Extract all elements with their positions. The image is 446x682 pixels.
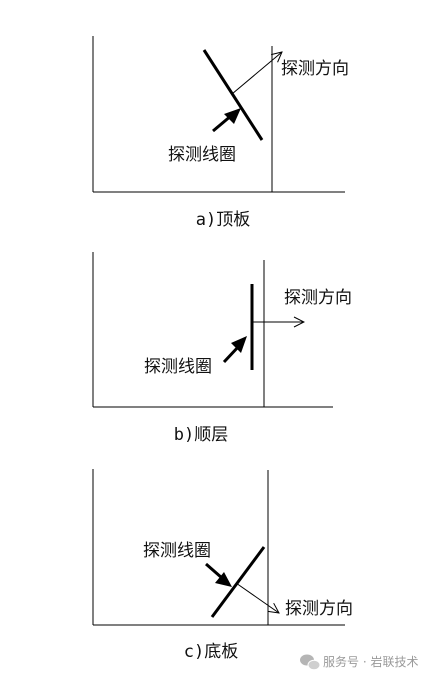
direction-arrow (235, 582, 279, 613)
watermark-text: 服务号 · 岩联技术 (323, 654, 418, 669)
coil-pointer-arrowhead (231, 336, 247, 353)
coil-label: 探测线圈 (144, 357, 212, 377)
coil-label: 探测线圈 (168, 145, 236, 165)
direction-arrow (231, 52, 282, 95)
panel-roof: 探测方向 探测线圈 a)顶板 (92, 36, 349, 230)
caption: a)顶板 (196, 210, 250, 230)
coil-pointer-arrowhead (215, 572, 232, 587)
watermark: 服务号 · 岩联技术 (300, 654, 418, 671)
direction-label: 探测方向 (284, 288, 352, 308)
coil-pointer-shaft (205, 562, 223, 580)
caption: b)顺层 (174, 425, 228, 445)
detection-coil (202, 49, 264, 141)
direction-label: 探测方向 (281, 59, 349, 79)
wechat-icon (300, 654, 321, 671)
coil-pointer-arrowhead (224, 108, 241, 124)
coil-label: 探测线圈 (143, 541, 211, 561)
caption: c)底板 (184, 642, 238, 662)
panel-floor: 探测方向 探测线圈 c)底板 (92, 469, 353, 662)
detection-coil (210, 546, 266, 618)
panel-seam: 探测方向 探测线圈 b)顺层 (92, 252, 352, 445)
direction-label: 探测方向 (285, 599, 353, 619)
coil-pointer-shaft (222, 344, 241, 364)
